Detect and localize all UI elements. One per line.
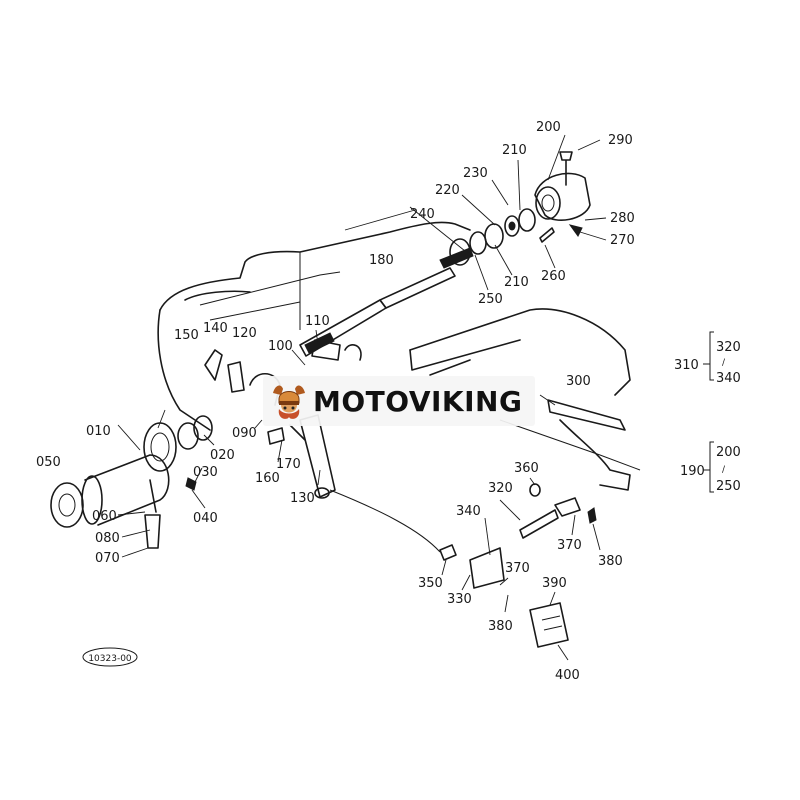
part-label-060: 060 <box>92 509 117 524</box>
group-310: 310 320 ∕ 340 <box>674 331 741 386</box>
part-label-390: 390 <box>542 576 567 591</box>
group-310-range: ∕ <box>722 358 726 368</box>
part-label-200: 200 <box>536 120 561 135</box>
part-label-340: 340 <box>456 504 481 519</box>
dashboard-panel <box>409 308 641 471</box>
group-310-top: 320 <box>716 340 741 355</box>
viking-helmet-icon <box>273 385 305 419</box>
part-label-040: 040 <box>193 511 218 526</box>
group-190-top: 200 <box>716 445 741 460</box>
part-label-010: 010 <box>86 424 111 439</box>
part-label-050: 050 <box>36 455 61 470</box>
part-label-100: 100 <box>268 339 293 354</box>
group-190-bottom: 250 <box>716 479 741 494</box>
part-label-290: 290 <box>608 133 633 148</box>
part-label-030: 030 <box>193 465 218 480</box>
part-label-350: 350 <box>418 576 443 591</box>
part-label-380-left: 380 <box>488 619 513 634</box>
part-label-320: 320 <box>488 481 513 496</box>
part-label-120: 120 <box>232 326 257 341</box>
part-label-070: 070 <box>95 551 120 566</box>
reference-code-text: 10323-00 <box>88 654 132 664</box>
group-310-parent: 310 <box>674 358 699 373</box>
upper-column-assembly <box>449 151 591 266</box>
part-label-370-right: 370 <box>557 538 582 553</box>
group-190-range: ∕ <box>722 465 726 475</box>
steering-shaft <box>299 206 474 357</box>
part-label-280: 280 <box>610 211 635 226</box>
reference-code-badge: 10323-00 <box>82 647 138 667</box>
part-label-270: 270 <box>610 233 635 248</box>
part-label-300: 300 <box>566 374 591 389</box>
part-label-020: 020 <box>210 448 235 463</box>
part-label-380-right: 380 <box>598 554 623 569</box>
part-label-180: 180 <box>369 253 394 268</box>
watermark-text: MOTOVIKING <box>313 384 523 418</box>
part-label-210-lower: 210 <box>504 275 529 290</box>
steering-housing <box>157 221 471 431</box>
part-label-160: 160 <box>255 471 280 486</box>
part-label-150: 150 <box>174 328 199 343</box>
part-callouts: 010 020 030 040 050 060 070 080 090 100 … <box>36 120 635 683</box>
part-label-140: 140 <box>203 321 228 336</box>
group-190-parent: 190 <box>680 464 705 479</box>
part-label-250: 250 <box>478 292 503 307</box>
part-label-170: 170 <box>276 457 301 472</box>
part-label-400: 400 <box>555 668 580 683</box>
part-label-130: 130 <box>290 491 315 506</box>
pedal-linkage <box>329 399 631 648</box>
part-label-210-upper: 210 <box>502 143 527 158</box>
part-label-110: 110 <box>305 314 330 329</box>
leader-lines <box>117 134 607 661</box>
part-label-370-left: 370 <box>505 561 530 576</box>
part-label-360: 360 <box>514 461 539 476</box>
part-label-080: 080 <box>95 531 120 546</box>
part-label-090: 090 <box>232 426 257 441</box>
group-310-bottom: 340 <box>716 371 741 386</box>
watermark-banner: MOTOVIKING <box>263 376 535 426</box>
part-label-260: 260 <box>541 269 566 284</box>
part-label-220: 220 <box>435 183 460 198</box>
lower-column-assembly <box>50 415 213 549</box>
part-label-240: 240 <box>410 207 435 222</box>
group-190: 190 200 ∕ 250 <box>680 441 741 494</box>
part-label-230: 230 <box>463 166 488 181</box>
part-label-330: 330 <box>447 592 472 607</box>
